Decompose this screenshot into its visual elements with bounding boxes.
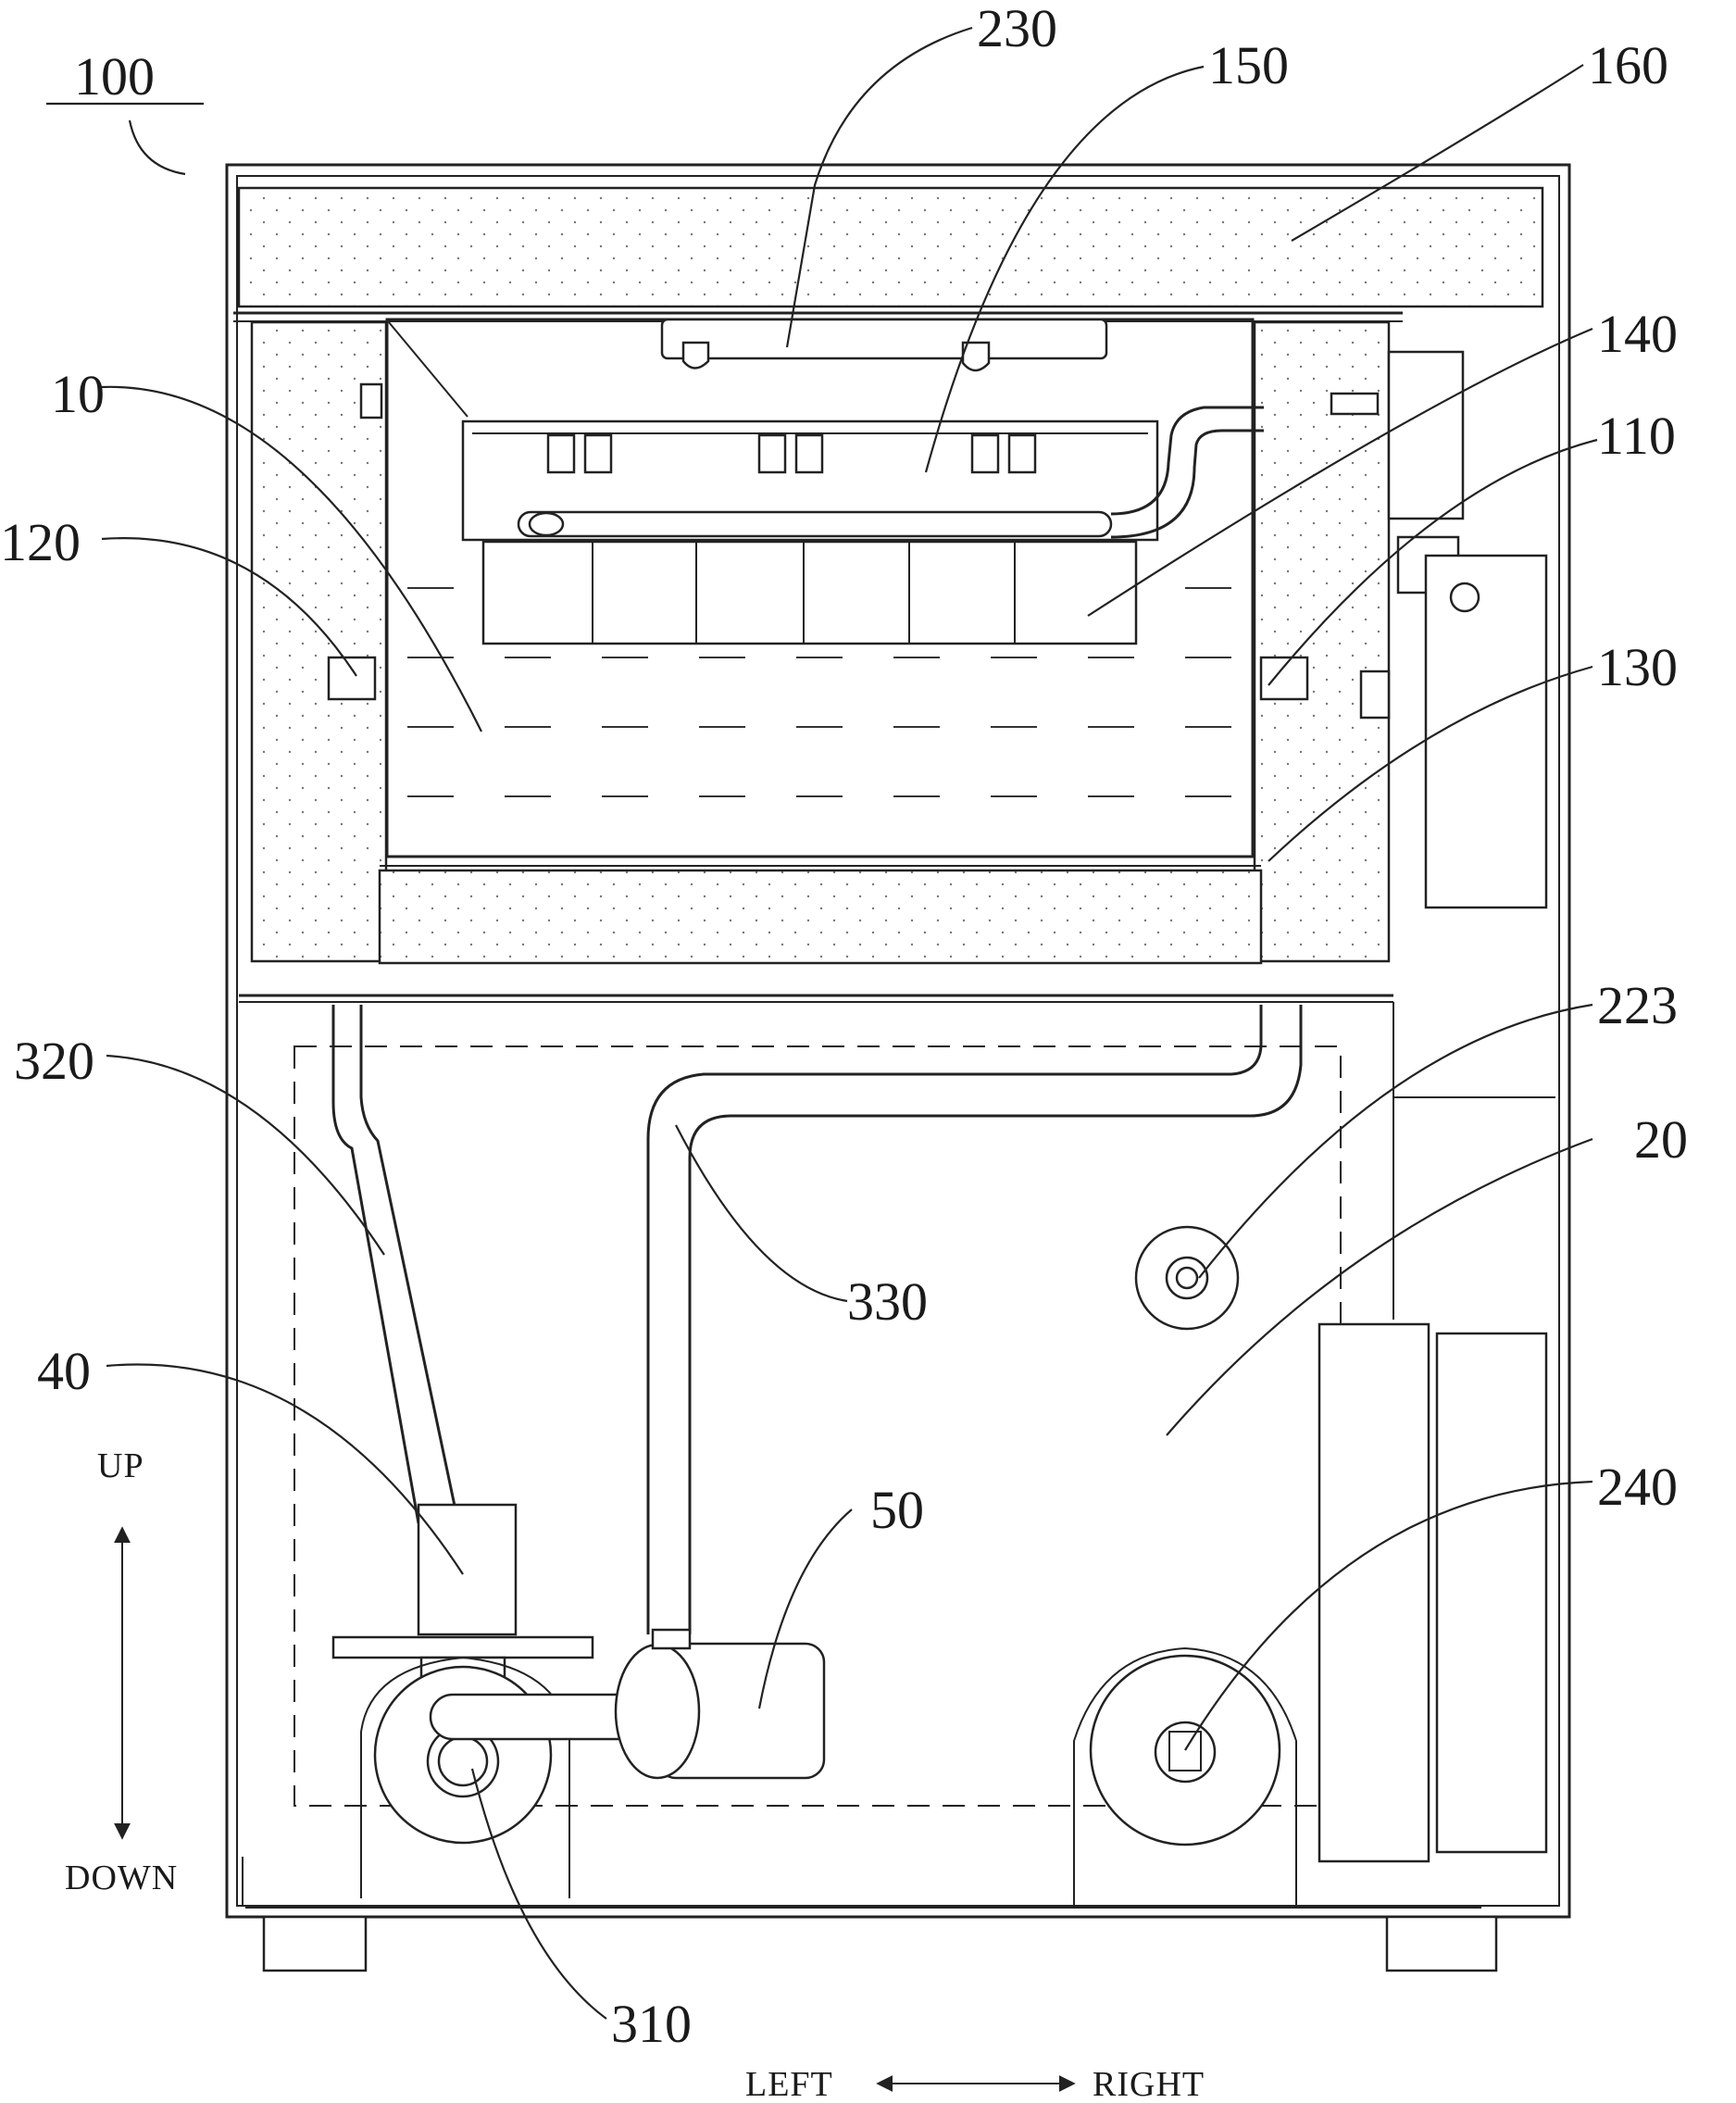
pump bbox=[333, 1505, 593, 1681]
label-40: 40 bbox=[37, 1341, 91, 1401]
cylinder-50 bbox=[616, 1630, 824, 1778]
ice-mold-assembly bbox=[463, 407, 1264, 644]
label-140: 140 bbox=[1597, 304, 1678, 364]
right-insulation-wall bbox=[1255, 322, 1389, 961]
label-120: 120 bbox=[0, 512, 81, 572]
top-insulation-panel bbox=[239, 188, 1542, 307]
label-230: 230 bbox=[977, 0, 1057, 58]
label-left: LEFT bbox=[745, 2065, 833, 2103]
label-20: 20 bbox=[1634, 1109, 1688, 1170]
label-110: 110 bbox=[1597, 406, 1676, 466]
label-50: 50 bbox=[870, 1480, 924, 1540]
left-mount bbox=[329, 657, 375, 699]
compartment-partition bbox=[239, 995, 1393, 1002]
label-330: 330 bbox=[847, 1271, 928, 1332]
label-10: 10 bbox=[51, 364, 105, 424]
label-100: 100 bbox=[74, 46, 155, 106]
upper-bottom-insulation bbox=[380, 870, 1261, 963]
label-150: 150 bbox=[1208, 35, 1289, 95]
right-mount bbox=[1261, 657, 1307, 699]
left-foot bbox=[264, 1917, 366, 1971]
label-320: 320 bbox=[14, 1031, 94, 1091]
label-up: UP bbox=[97, 1446, 144, 1485]
right-foot bbox=[1387, 1917, 1496, 1971]
label-down: DOWN bbox=[65, 1859, 178, 1897]
bracket bbox=[662, 319, 1106, 370]
label-160: 160 bbox=[1588, 35, 1668, 95]
label-240: 240 bbox=[1597, 1457, 1678, 1517]
outlet-223 bbox=[1136, 1227, 1238, 1329]
label-310: 310 bbox=[611, 1994, 692, 2054]
drain-240 bbox=[1074, 1648, 1296, 1906]
electrical-box-left bbox=[1319, 1324, 1429, 1861]
label-223: 223 bbox=[1597, 975, 1678, 1035]
label-130: 130 bbox=[1597, 637, 1678, 697]
electrical-box-right bbox=[1437, 1333, 1546, 1852]
label-right: RIGHT bbox=[1093, 2065, 1205, 2103]
